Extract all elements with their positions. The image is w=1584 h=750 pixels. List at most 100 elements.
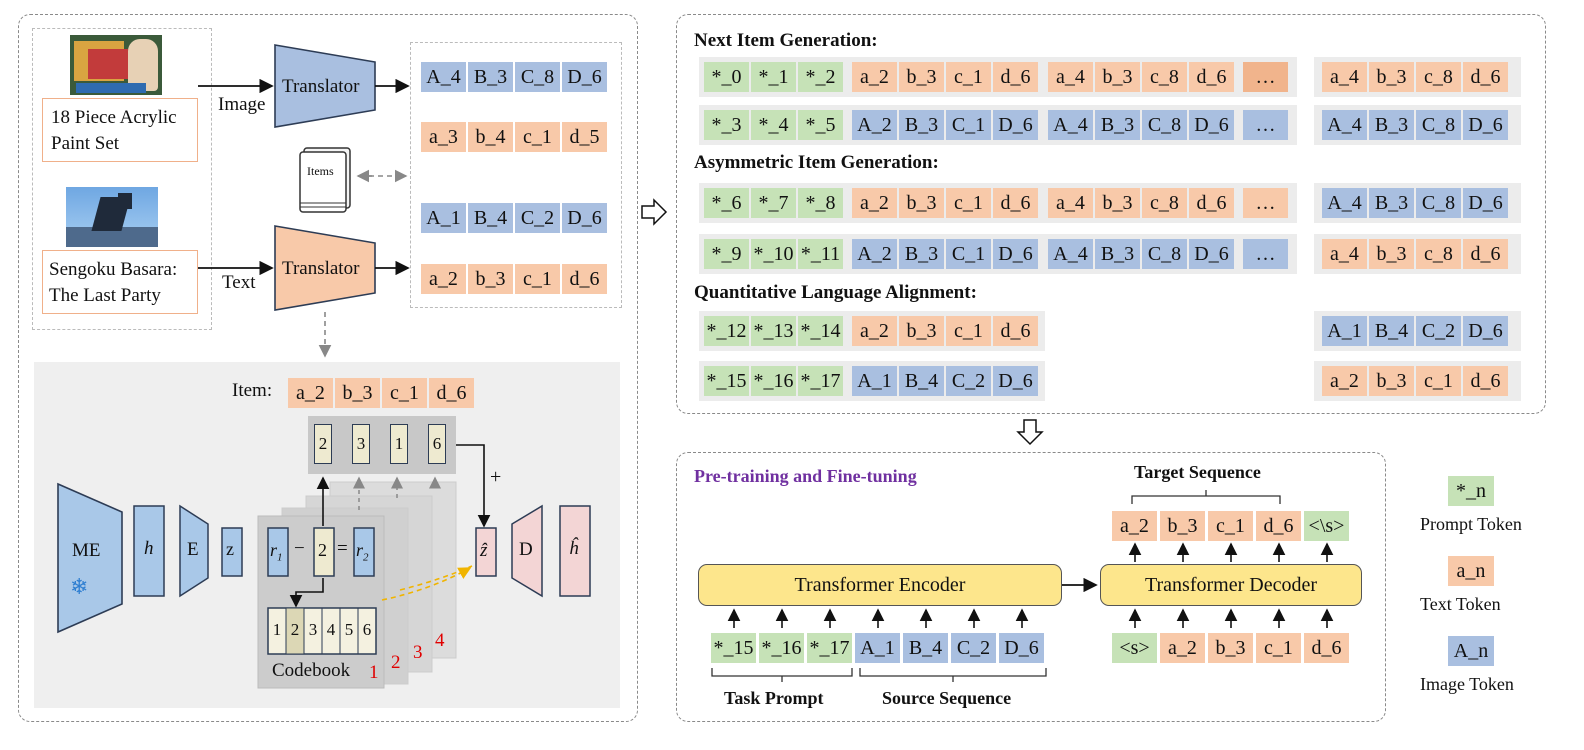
left-panel xyxy=(18,14,638,722)
hhat-label: ĥ xyxy=(569,538,579,559)
translated-token: D_6 xyxy=(562,203,607,233)
codebook-cell: 4 xyxy=(326,620,336,639)
sequence-token: B_4 xyxy=(899,366,944,396)
encoder-prompt-token: *_17 xyxy=(807,633,852,663)
r1-box xyxy=(267,527,289,577)
sequence-token: C_1 xyxy=(946,110,991,140)
product-title-1-line2: Paint Set xyxy=(51,133,120,154)
encoder-prompt-token: *_15 xyxy=(711,633,756,663)
sequence-token: C_1 xyxy=(946,239,991,269)
sequence-token: B_3 xyxy=(899,239,944,269)
product-title-2-line1: Sengoku Basara: xyxy=(49,259,178,280)
target-token: A_4 xyxy=(1322,188,1367,218)
sequence-token: A_1 xyxy=(852,366,897,396)
codebook-cell: 5 xyxy=(344,620,354,639)
r1-label: r1 xyxy=(270,540,283,564)
target-token: c_8 xyxy=(1416,239,1461,269)
target-sequence-token: c_1 xyxy=(1208,511,1253,541)
sequence-token: d_6 xyxy=(993,188,1038,218)
prompt-token: *_14 xyxy=(798,316,843,346)
sequence-token: c_1 xyxy=(946,316,991,346)
target-token: a_4 xyxy=(1322,62,1367,92)
decoder-input-token: <s> xyxy=(1112,633,1157,663)
sequence-token: a_2 xyxy=(852,62,897,92)
me-encoder-shape xyxy=(57,482,123,634)
prompt-token: *_6 xyxy=(704,188,749,218)
translated-token: a_3 xyxy=(421,122,466,152)
prompt-token: *_15 xyxy=(704,366,749,396)
sequence-token: a_2 xyxy=(852,316,897,346)
transformer-decoder-label: Transformer Decoder xyxy=(1145,574,1317,596)
codebook-cell: 2 xyxy=(290,620,300,639)
asymmetric-title: Asymmetric Item Generation: xyxy=(694,152,939,173)
e-encoder-shape xyxy=(179,504,209,598)
translator-diagram xyxy=(198,44,410,358)
quantization-diagram xyxy=(57,416,591,689)
transformer-encoder-label: Transformer Encoder xyxy=(794,574,966,596)
codebook-cell: 1 xyxy=(272,620,282,639)
target-token: a_4 xyxy=(1322,239,1367,269)
encoder-source-token: C_2 xyxy=(951,633,996,663)
pretrain-title: Pre-training and Fine-tuning xyxy=(694,466,917,486)
encoder-source-token: B_4 xyxy=(903,633,948,663)
task-prompt-label: Task Prompt xyxy=(724,688,824,708)
sequence-token: D_6 xyxy=(993,239,1038,269)
target-token: C_2 xyxy=(1416,316,1461,346)
sequence-token: B_3 xyxy=(899,110,944,140)
sequence-token: D_6 xyxy=(993,110,1038,140)
plus-sign: + xyxy=(490,466,502,488)
sequence-token: d_6 xyxy=(993,62,1038,92)
target-token: D_6 xyxy=(1463,188,1508,218)
product-title-1-line1: 18 Piece Acrylic xyxy=(51,107,177,128)
h-vector xyxy=(133,505,165,597)
sequence-token: b_3 xyxy=(899,316,944,346)
sequence-token: C_8 xyxy=(1142,239,1187,269)
hhat-vector xyxy=(559,505,591,597)
translated-token: B_3 xyxy=(468,62,513,92)
prompt-token: *_4 xyxy=(751,110,796,140)
encoder-source-token: D_6 xyxy=(999,633,1044,663)
sequence-token: b_3 xyxy=(1095,62,1140,92)
transformer-decoder: Transformer Decoder xyxy=(1100,564,1362,606)
product-title-box-1: 18 Piece Acrylic Paint Set xyxy=(42,98,198,162)
qla-title: Quantitative Language Alignment: xyxy=(694,282,977,303)
sequence-token: D_6 xyxy=(1189,239,1234,269)
legend-label: Prompt Token xyxy=(1420,514,1522,534)
target-sequence-token: <\s> xyxy=(1304,511,1349,541)
tasks-panel xyxy=(676,14,1546,414)
layer-number-1: 1 xyxy=(369,662,379,683)
decoder-input-token: d_6 xyxy=(1304,633,1349,663)
code-value-cell: 6 xyxy=(428,424,446,464)
sequence-token: d_6 xyxy=(1189,62,1234,92)
item-token: d_6 xyxy=(429,378,474,408)
code-value-label: 2 xyxy=(318,540,327,560)
codebook-cell: 6 xyxy=(362,620,372,639)
target-token: B_3 xyxy=(1369,188,1414,218)
translator-image-label: Translator xyxy=(282,76,360,97)
sequence-token: c_8 xyxy=(1142,62,1187,92)
transformer-encoder: Transformer Encoder xyxy=(698,564,1062,606)
minus-sign: − xyxy=(294,538,305,559)
encoder-source-token: A_1 xyxy=(855,633,900,663)
target-token: d_6 xyxy=(1463,239,1508,269)
product-image-sengoku xyxy=(66,187,158,247)
item-token: b_3 xyxy=(335,378,380,408)
prompt-token: *_1 xyxy=(751,62,796,92)
target-token: a_2 xyxy=(1322,366,1367,396)
sequence-token: D_6 xyxy=(1189,110,1234,140)
z-label: z xyxy=(226,539,234,559)
target-token: b_3 xyxy=(1369,62,1414,92)
prompt-token: *_2 xyxy=(798,62,843,92)
translator-image-shape xyxy=(274,44,376,128)
h-label: h xyxy=(144,538,154,559)
code-value-box xyxy=(313,527,335,577)
ellipsis-token: … xyxy=(1243,110,1288,140)
prompt-token: *_16 xyxy=(751,366,796,396)
me-label: ME xyxy=(72,540,101,561)
target-token: d_6 xyxy=(1463,62,1508,92)
translated-token: C_8 xyxy=(515,62,560,92)
sequence-token: C_2 xyxy=(946,366,991,396)
code-value-cell: 3 xyxy=(352,424,370,464)
item-token: c_1 xyxy=(382,378,427,408)
